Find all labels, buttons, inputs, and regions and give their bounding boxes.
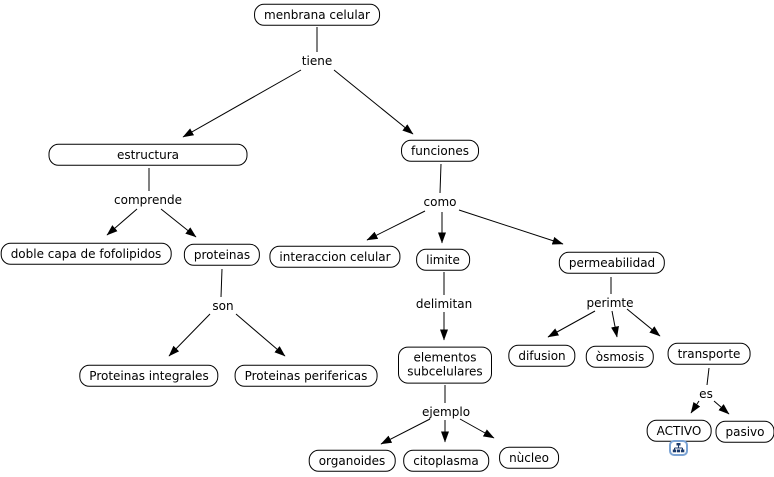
node-osmosis[interactable]: òsmosis [585,345,655,369]
node-interaccion-celular[interactable]: interaccion celular [269,245,401,269]
node-organoides[interactable]: organoides [308,449,396,473]
node-citoplasma[interactable]: citoplasma [403,449,489,473]
arrow-line [235,313,286,357]
arrow-line [160,208,197,238]
node-doble-capa-fofolipidos[interactable]: doble capa de fofolipidos [0,242,172,266]
node-pasivo[interactable]: pasivo [715,420,774,444]
arrow-line [182,69,302,138]
node-menbrana-celular[interactable]: menbrana celular [254,3,380,27]
node-activo[interactable]: ACTIVO [646,419,712,443]
arrow-line [459,418,495,439]
node-limite[interactable]: limite [416,248,470,272]
node-proteinas-integrales[interactable]: Proteinas integrales [79,364,219,388]
connector-line [706,367,710,386]
arrow-line [626,308,661,337]
connector-line [220,268,223,298]
link-label-perimte[interactable]: perimte [586,296,634,310]
connector-line [439,163,442,194]
node-elementos-subcelulares[interactable]: elementos subcelulares [398,346,492,384]
link-label-comprende[interactable]: comprende [114,193,182,207]
node-estructura[interactable]: estructura [48,143,248,167]
link-label-son[interactable]: son [212,299,234,313]
arrow-line [547,310,596,338]
node-difusion[interactable]: difusion [508,344,576,368]
node-transporte[interactable]: transporte [667,342,751,366]
node-funciones[interactable]: funciones [401,139,479,163]
node-proteinas-perifericas[interactable]: Proteinas perifericas [234,364,378,388]
arrow-line [611,310,619,338]
arrow-line [713,400,730,415]
arrow-line [458,209,564,245]
arrow-line [690,400,701,414]
link-label-tiene[interactable]: tiene [301,54,333,68]
arrow-line [380,418,431,445]
node-proteinas[interactable]: proteinas [183,243,261,267]
arrow-line [106,208,138,236]
link-label-es[interactable]: es [699,387,713,401]
link-label-delimitan[interactable]: delimitan [415,297,473,311]
node-nucleo[interactable]: nùcleo [499,446,559,470]
node-permeabilidad[interactable]: permeabilidad [558,251,666,275]
arrow-line [168,313,211,357]
tree-diagram-icon[interactable] [669,440,688,456]
link-label-ejemplo[interactable]: ejemplo [421,405,471,419]
arrow-line [333,69,414,135]
link-label-como[interactable]: como [423,195,457,209]
arrow-line [366,210,426,241]
